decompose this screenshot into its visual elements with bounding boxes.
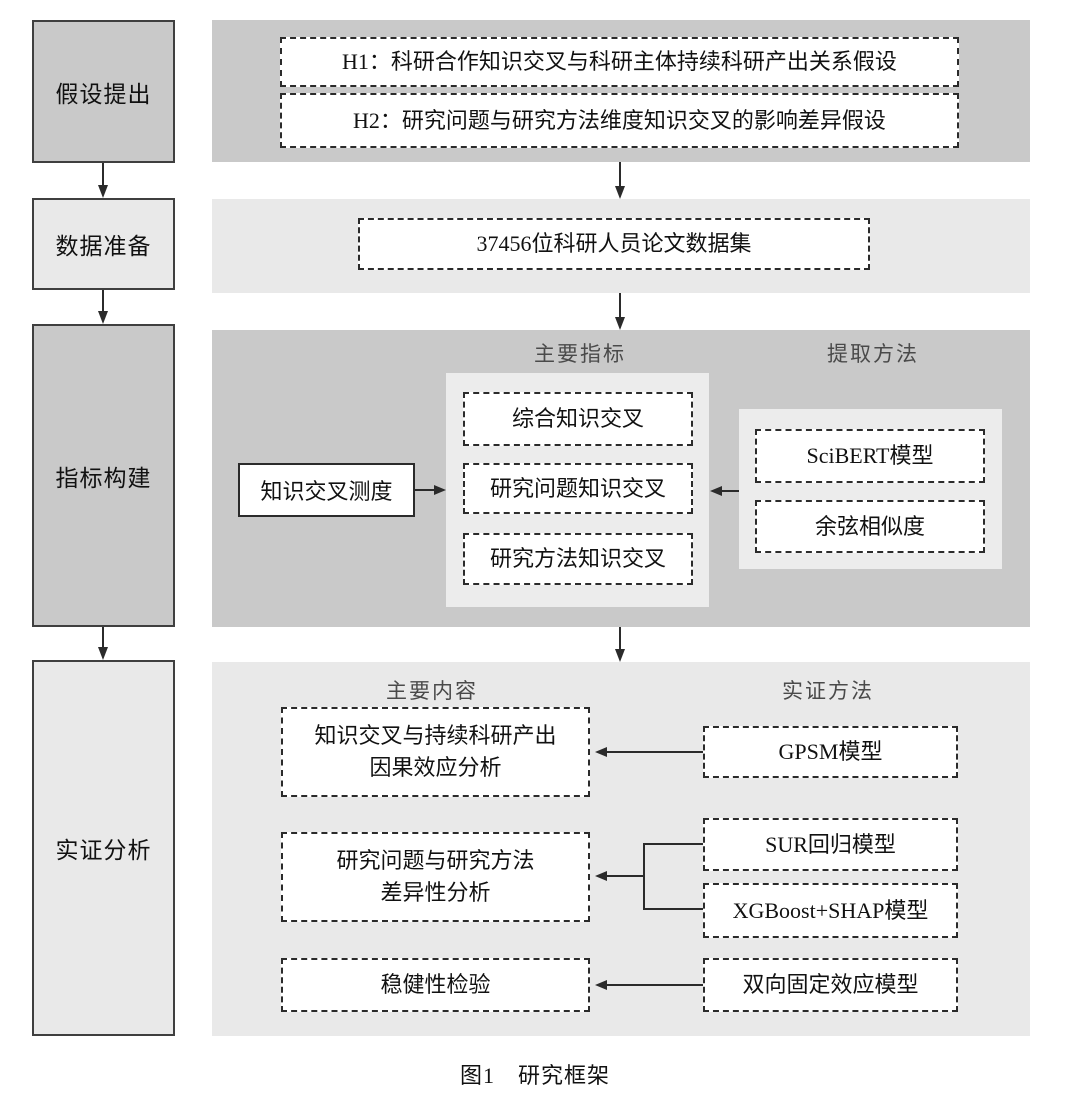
stage-hypothesis-box: 假设提出 <box>32 20 175 163</box>
arrow-extraction-to-indicators <box>722 490 739 492</box>
extraction-header: 提取方法 <box>827 342 919 366</box>
arrow-down-stage3-stage4 <box>102 627 104 647</box>
bracket-top-line <box>644 843 703 845</box>
cosine-label: 余弦相似度 <box>814 513 925 539</box>
bracket-vertical-line <box>643 843 645 910</box>
stage-data-box: 数据准备 <box>32 198 175 290</box>
stage-data-label: 数据准备 <box>55 234 152 259</box>
measure-label: 知识交叉测度 <box>260 479 393 504</box>
bracket-bottom-line <box>644 908 703 910</box>
stage-hypothesis-label: 假设提出 <box>55 81 152 107</box>
extraction-group: SciBERT模型 余弦相似度 <box>739 409 1002 569</box>
arrow-gpsm-to-causal <box>607 751 703 753</box>
method-fixed-effect-label: 双向固定效应模型 <box>742 972 919 998</box>
method-sur-label: SUR回归模型 <box>765 831 896 857</box>
empirical-panel: 主要内容 实证方法 知识交叉与持续科研产出 因果效应分析 研究问题与研究方法 差… <box>212 662 1030 1036</box>
scibert-box: SciBERT模型 <box>755 429 985 483</box>
arrow-down-panel2-panel3 <box>619 293 621 317</box>
arrow-down-stage2-stage3 <box>102 290 104 311</box>
content-robustness-label: 稳健性检验 <box>380 972 491 998</box>
stage-empirical-label: 实证分析 <box>55 838 152 863</box>
indicator-panel: 主要指标 提取方法 知识交叉测度 综合知识交叉 研究问题知识交叉 研究方法知识交… <box>212 330 1030 627</box>
content-difference-label: 研究问题与研究方法 差异性分析 <box>336 848 535 905</box>
method-xgboost-box: XGBoost+SHAP模型 <box>703 883 958 938</box>
indicators-group: 综合知识交叉 研究问题知识交叉 研究方法知识交叉 <box>446 373 709 607</box>
arrow-down-panel1-panel2 <box>619 162 621 186</box>
indicator-overall-label: 综合知识交叉 <box>511 406 644 432</box>
hypothesis-h2-label: H2：研究问题与研究方法维度知识交叉的影响差异假设 <box>353 107 886 133</box>
stage-empirical-box: 实证分析 <box>32 660 175 1036</box>
figure-caption: 图1 研究框架 <box>459 1063 610 1088</box>
indicator-overall-box: 综合知识交叉 <box>463 392 693 446</box>
arrow-down-panel3-panel4 <box>619 627 621 649</box>
indicator-question-label: 研究问题知识交叉 <box>489 475 666 501</box>
method-sur-box: SUR回归模型 <box>703 818 958 871</box>
content-difference-box: 研究问题与研究方法 差异性分析 <box>281 832 590 922</box>
content-causal-label: 知识交叉与持续科研产出 因果效应分析 <box>314 723 557 780</box>
stage-indicator-box: 指标构建 <box>32 324 175 627</box>
hypothesis-h2-box: H2：研究问题与研究方法维度知识交叉的影响差异假设 <box>280 93 959 148</box>
measure-box: 知识交叉测度 <box>238 463 415 517</box>
indicator-method-box: 研究方法知识交叉 <box>463 533 693 585</box>
content-robustness-box: 稳健性检验 <box>281 958 590 1012</box>
method-gpsm-label: GPSM模型 <box>778 739 883 765</box>
arrow-fixed-effect-to-robustness <box>607 984 703 986</box>
cosine-box: 余弦相似度 <box>755 500 985 553</box>
indicator-question-box: 研究问题知识交叉 <box>463 463 693 514</box>
arrow-down-stage1-stage2 <box>102 163 104 185</box>
contents-header: 主要内容 <box>386 679 478 703</box>
methods-header: 实证方法 <box>782 679 874 703</box>
arrow-bracket-to-difference <box>607 875 644 877</box>
hypothesis-h1-box: H1：科研合作知识交叉与科研主体持续科研产出关系假设 <box>280 37 959 87</box>
method-xgboost-label: XGBoost+SHAP模型 <box>732 897 929 923</box>
content-causal-box: 知识交叉与持续科研产出 因果效应分析 <box>281 707 590 797</box>
scibert-label: SciBERT模型 <box>806 443 934 469</box>
hypothesis-panel: H1：科研合作知识交叉与科研主体持续科研产出关系假设 H2：研究问题与研究方法维… <box>212 20 1030 162</box>
indicators-header: 主要指标 <box>534 342 626 366</box>
dataset-label: 37456位科研人员论文数据集 <box>476 231 752 257</box>
hypothesis-h1-label: H1：科研合作知识交叉与科研主体持续科研产出关系假设 <box>342 49 897 75</box>
arrow-measure-to-indicators <box>415 489 434 491</box>
indicator-method-label: 研究方法知识交叉 <box>489 546 666 572</box>
method-fixed-effect-box: 双向固定效应模型 <box>703 958 958 1012</box>
stage-indicator-label: 指标构建 <box>55 465 152 491</box>
dataset-box: 37456位科研人员论文数据集 <box>358 218 870 270</box>
method-gpsm-box: GPSM模型 <box>703 726 958 778</box>
data-panel: 37456位科研人员论文数据集 <box>212 199 1030 293</box>
